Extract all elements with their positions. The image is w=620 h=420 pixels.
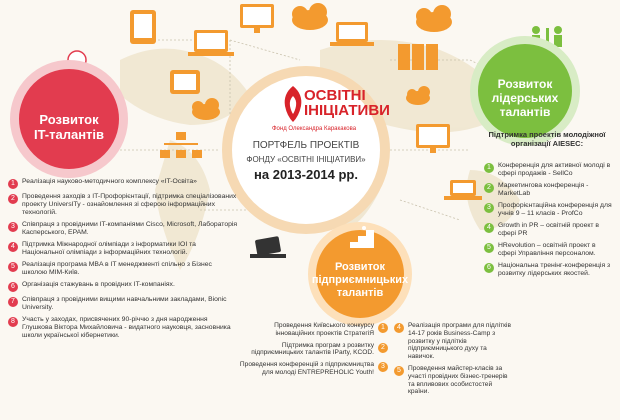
entrepreneurship-label-3: талантів	[336, 286, 384, 299]
item-text: Growth in PR – освітній проект в сфері P…	[498, 222, 600, 237]
item-text: Організація стажувань в провідних IT-ком…	[22, 281, 175, 288]
list-item: 1 Конференція для активної молоді в сфері…	[484, 162, 614, 178]
list-item: 8 Участь у заходах, присвячених 90-річчю …	[8, 316, 238, 340]
leadership-label-3: талантів	[499, 105, 551, 119]
cloud-icon-2	[416, 5, 452, 32]
logo-subtitle: Фонд Олександра Каракакова	[272, 126, 357, 132]
laptop-icon	[188, 30, 234, 56]
item-text: Участь у заходах, присвячених 90-річчю з…	[22, 316, 231, 339]
list-item: 3 Співпраця з провідними IT-компаніями Ci…	[8, 221, 238, 237]
item-number: 4	[394, 323, 404, 333]
item-number: 5	[394, 365, 404, 376]
laptop-dark-icon	[250, 236, 286, 258]
it-talents-label-1: Розвиток	[39, 112, 99, 127]
list-item: 5 Реалізація програма MBA в IT менеджмент…	[8, 261, 238, 277]
item-text: Профорієнтаційна конференція для учнів 9…	[498, 202, 612, 217]
list-item: 5 Проведення майстер-класів за участі про…	[394, 365, 514, 396]
item-text: Конференція для активної молоді в сфері …	[498, 162, 611, 177]
cloud-icon-3	[192, 98, 220, 120]
item-text: Реалізація програми для підлітків 14-17 …	[408, 322, 511, 361]
list-item: Проведення конференцій з підприємництва …	[238, 361, 388, 377]
cloud-icon-4	[406, 86, 430, 105]
portfolio-foundation-name: ФОНДУ «ОСВІТНІ ІНІЦІАТИВИ»	[246, 155, 366, 164]
item-number: 5	[484, 243, 494, 253]
item-text: Реалізація науково-методичного комплексу…	[22, 178, 197, 185]
item-number: 3	[8, 222, 18, 232]
list-item: 4 Підтримка Міжнародної олімпіади з інфор…	[8, 241, 238, 257]
item-number: 6	[8, 282, 18, 292]
item-number: 6	[484, 263, 494, 273]
item-number: 2	[8, 194, 18, 204]
entrepreneurship-list-right: 4 Реалізація програми для підлітків 14-17…	[394, 322, 514, 400]
entrepreneurship-label-2: підприємницьких	[311, 273, 409, 286]
tablet-icon	[130, 10, 156, 44]
portfolio-title: ПОРТФЕЛЬ ПРОЕКТІВ	[252, 140, 360, 151]
item-text: Національна тренінг-конференція з розвит…	[498, 262, 611, 277]
list-item: 3 Профорієнтаційна конференція для учнів …	[484, 202, 614, 218]
item-text: Підтримка Міжнародної олімпіади з інформ…	[22, 241, 196, 256]
item-number: 4	[484, 223, 494, 233]
item-text: Підтримка програм з розвитку підприємниц…	[251, 341, 374, 357]
portfolio-years: на 2013-2014 рр.	[254, 167, 358, 182]
leadership-label-2: лідерських	[491, 91, 559, 105]
list-item: 5 HRevolution – освітній проект в сфері У…	[484, 242, 614, 258]
item-number: 1	[484, 163, 494, 173]
item-number: 2	[484, 183, 494, 193]
logo-wordmark: ОСВІТНІ ІНІЦІАТИВИ	[304, 88, 390, 118]
tablet-icon-2	[170, 70, 200, 94]
it-talents-bubble: Розвиток IT-талантів	[10, 60, 128, 178]
list-item: 6 Організація стажувань в провідних IT-ко…	[8, 281, 238, 292]
list-item: 4 Growth in PR – освітній проект в сфері …	[484, 222, 614, 238]
item-number: 8	[8, 317, 18, 327]
laptop-icon-3	[444, 180, 482, 200]
item-number: 5	[8, 262, 18, 272]
list-item: Проведення Київського конкурсу інновацій…	[238, 322, 388, 338]
network-tree-icon	[160, 132, 202, 158]
server-icon	[398, 44, 438, 70]
item-text: Проведення майстер-класів за участі пров…	[408, 364, 508, 396]
item-text: Проведення конференцій з підприємництва …	[239, 361, 374, 376]
item-text: HRevolution – освітній проект в сфері Уп…	[498, 242, 596, 257]
leadership-list: 1 Конференція для активної молоді в сфері…	[484, 162, 614, 282]
monitor-icon	[240, 4, 274, 33]
logo-line1: ОСВІТНІ	[304, 87, 366, 104]
list-item: 6 Національна тренінг-конференція з розви…	[484, 262, 614, 278]
leadership-bubble: Розвиток лідерських талантів	[470, 36, 580, 146]
entrepreneurship-label-1: Розвиток	[334, 260, 386, 273]
item-number: 2	[378, 342, 388, 353]
stairs-climber-icon	[350, 226, 374, 248]
item-text: Співпраця з провідними IT-компаніями Cis…	[22, 221, 238, 236]
foundation-logo-icon	[284, 86, 302, 122]
it-talents-label-2: IT-талантів	[33, 127, 105, 142]
list-item: 1 Реалізація науково-методичного комплекс…	[8, 178, 238, 189]
monitor-icon-2	[416, 124, 450, 153]
item-number: 7	[8, 297, 18, 307]
item-text: Реалізація програма MBA в IT менеджменті…	[22, 261, 212, 276]
item-text: Співпраця з провідними вищими навчальним…	[22, 296, 227, 311]
portfolio-center-circle	[222, 66, 390, 234]
entrepreneurship-list-left: Проведення Київського конкурсу інновацій…	[238, 322, 388, 381]
laptop-icon-2	[330, 22, 374, 46]
cloud-icon	[292, 3, 328, 30]
list-item: 2 Проведення заходів з IT-Профорієнтації,…	[8, 193, 238, 217]
item-text: Маркетингова конференція - MarketLab	[498, 182, 589, 197]
item-number: 3	[378, 362, 388, 373]
aiesec-heading: Підтримка проектів молодіжної організаці…	[488, 130, 606, 148]
item-number: 3	[484, 203, 494, 213]
logo-line2: ІНІЦІАТИВИ	[304, 102, 390, 119]
leadership-label-1: Розвиток	[497, 77, 553, 91]
list-item: 4 Реалізація програми для підлітків 14-17…	[394, 322, 514, 361]
item-number: 4	[8, 242, 18, 252]
item-number: 1	[8, 179, 18, 189]
list-item: Підтримка програм з розвитку підприємниц…	[238, 342, 388, 358]
list-item: 7 Співпраця з провідними вищими навчальни…	[8, 296, 238, 312]
it-talents-list: 1 Реалізація науково-методичного комплекс…	[8, 178, 238, 344]
list-item: 2 Маркетингова конференція - MarketLab	[484, 182, 614, 198]
item-text: Проведення Київського конкурсу інновацій…	[274, 322, 374, 337]
item-number: 1	[378, 323, 388, 333]
item-text: Проведення заходів з IT-Профорієнтації, …	[22, 193, 237, 216]
